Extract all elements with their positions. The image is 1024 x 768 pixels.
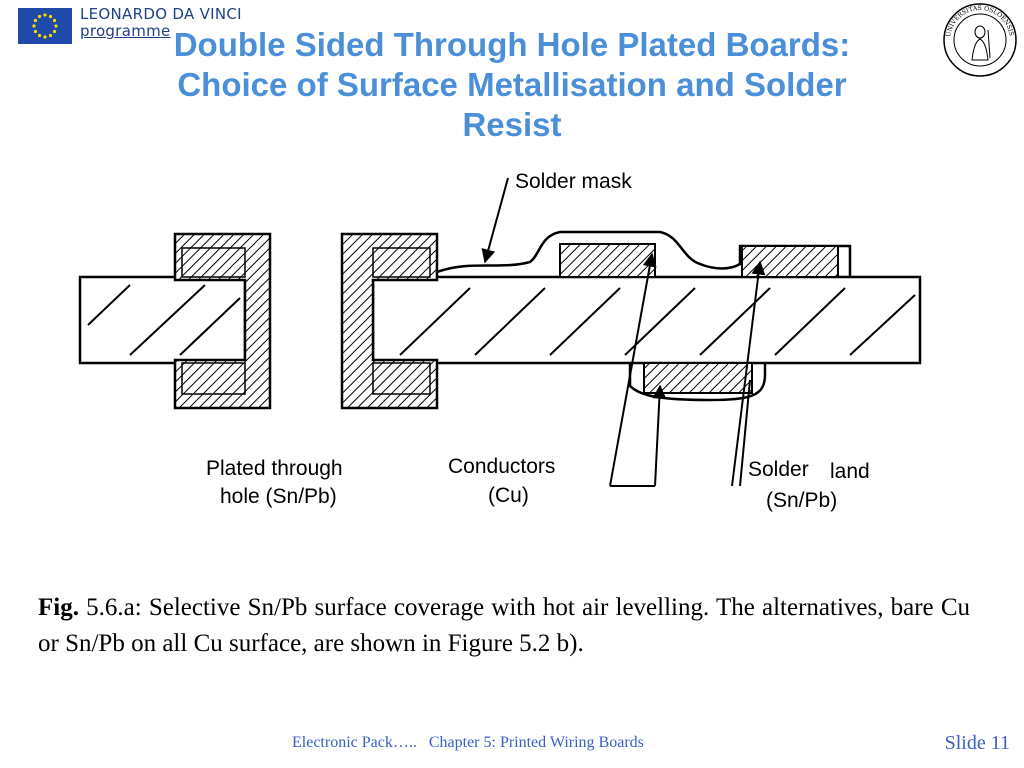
board-substrate — [78, 275, 922, 365]
solder-land-leader-1 — [731, 260, 766, 487]
svg-text:UNIVERSITAS OSLOENSIS MDCCCXI: UNIVERSITAS OSLOENSIS MDCCCXI — [942, 2, 1015, 38]
eu-star-icon — [32, 24, 36, 28]
label-conductors-2: (Cu) — [488, 484, 529, 507]
eu-star-icon — [37, 33, 42, 38]
eu-star-icon — [33, 29, 38, 34]
eu-star-icon — [33, 18, 38, 23]
eu-flag-logo — [18, 8, 72, 44]
program-name: LEONARDO DA VINCI programme — [80, 6, 242, 40]
label-solder-land-1b: land — [830, 460, 870, 483]
footer-course-title: Electronic Pack….. Chapter 5: Printed Wi… — [292, 734, 644, 751]
label-plated-through-1: Plated through — [206, 457, 343, 480]
program-line-2: programme — [80, 22, 171, 40]
conductors-leader-1 — [609, 252, 657, 487]
bottom-solder-mask-outline — [628, 363, 767, 402]
seal-lettering: UNIVERSITAS OSLOENSIS MDCCCXI — [942, 2, 1015, 38]
solder-mask-leader — [481, 177, 509, 264]
label-solder-land-2: (Sn/Pb) — [766, 489, 837, 512]
top-conductor-1 — [559, 243, 656, 278]
top-conductor-2 — [741, 245, 839, 278]
university-seal-logo: UNIVERSITAS OSLOENSIS MDCCCXI — [942, 2, 1017, 77]
label-solder-mask: Solder mask — [515, 170, 632, 193]
figure-caption: Fig. 5.6.a: Selective Sn/Pb surface cove… — [38, 590, 970, 662]
slide-number: Slide 11 — [944, 732, 1010, 754]
eu-star-icon — [52, 29, 57, 34]
eu-star-icon — [37, 14, 42, 19]
caption-text: 5.6.a: Selective Sn/Pb surface coverage … — [38, 594, 970, 657]
conductors-leader-2 — [652, 384, 667, 487]
eu-star-icon — [43, 35, 47, 39]
pcb-cross-section-diagram: Solder mask Plated through hole (Sn/Pb) … — [78, 170, 922, 512]
program-line-1: LEONARDO DA VINCI — [80, 5, 242, 23]
eu-star-icon — [43, 13, 47, 17]
label-solder-land-1: Solder — [748, 458, 809, 481]
solder-mask-outline — [436, 230, 852, 277]
eu-star-icon — [48, 33, 53, 38]
eu-star-icon — [54, 24, 58, 28]
slide-title: Double Sided Through Hole Plated Boards:… — [80, 25, 944, 145]
title-line-3: Resist — [462, 106, 562, 143]
eu-star-icon — [52, 18, 57, 23]
title-line-1: Double Sided Through Hole Plated Boards: — [173, 26, 851, 63]
solder-land-leader-2 — [739, 379, 751, 487]
caption-fig-label: Fig. — [38, 594, 79, 621]
title-line-2: Choice of Surface Metallisation and Sold… — [177, 66, 847, 103]
plated-through-hole — [173, 232, 439, 410]
eu-star-icon — [48, 14, 53, 19]
label-plated-through-2: hole (Sn/Pb) — [220, 485, 337, 508]
label-conductors-1: Conductors — [448, 455, 555, 478]
